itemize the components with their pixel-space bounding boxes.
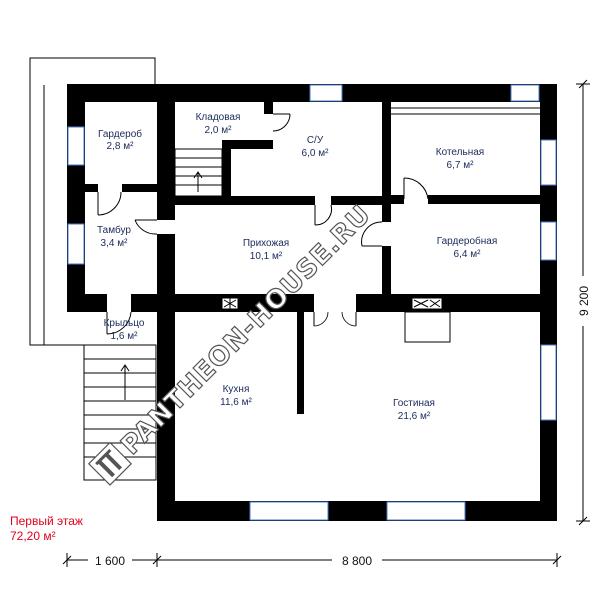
watermark-logo-icon bbox=[87, 441, 133, 486]
room-name: Гостиная bbox=[393, 398, 435, 409]
floor-title: Первый этаж bbox=[10, 514, 83, 528]
window-su bbox=[309, 84, 343, 102]
room-name: С/У bbox=[307, 135, 324, 146]
dimension-house-width: 8 800 bbox=[342, 554, 372, 568]
room-area: 2,0 м² bbox=[205, 125, 233, 136]
window-kuhnya-bottom bbox=[249, 501, 329, 521]
floor-area: 72,20 м² bbox=[10, 529, 56, 543]
window-tambur bbox=[67, 223, 85, 265]
room-name: Гардеробная bbox=[437, 235, 498, 247]
window-kotelnaya bbox=[510, 84, 540, 102]
room-area: 6,4 м² bbox=[454, 249, 482, 260]
window-gostinaya-bottom bbox=[386, 501, 466, 521]
room-area: 3,4 м² bbox=[101, 238, 129, 249]
porch-stairs bbox=[83, 344, 157, 481]
doors bbox=[97, 113, 429, 335]
room-area: 2,8 м² bbox=[107, 141, 135, 152]
dimension-horizontal bbox=[62, 553, 562, 567]
window-gostinaya-side bbox=[540, 344, 557, 421]
room-area: 6,7 м² bbox=[447, 160, 475, 171]
room-name: Прихожая bbox=[243, 238, 289, 249]
floor-summary: Первый этаж 72,20 м² bbox=[10, 514, 83, 544]
interior-stairs bbox=[174, 148, 223, 197]
dimension-house-depth: 9 200 bbox=[577, 286, 591, 316]
porch-outline bbox=[29, 57, 156, 346]
room-labels: Гардероб 2,8 м² Кладовая 2,0 м² С/У 6,0 … bbox=[97, 112, 497, 422]
window-kotelnaya-side bbox=[540, 139, 557, 186]
room-area: 10,1 м² bbox=[250, 251, 283, 262]
room-area: 6,0 м² bbox=[302, 148, 330, 159]
windows bbox=[67, 84, 557, 521]
inner-walls bbox=[85, 102, 540, 414]
vents bbox=[221, 297, 443, 310]
room-name: Котельная bbox=[436, 147, 484, 158]
window-garderobnaya bbox=[540, 221, 557, 261]
kotelnaya-shelf bbox=[391, 107, 540, 115]
room-name: Кухня bbox=[223, 384, 250, 395]
room-name: Крыльцо bbox=[104, 318, 145, 329]
room-name: Гардероб bbox=[98, 128, 142, 140]
window-garderob bbox=[67, 126, 85, 166]
room-area: 11,6 м² bbox=[220, 397, 252, 408]
fireplace bbox=[404, 311, 451, 343]
room-area: 1,6 м² bbox=[111, 331, 139, 342]
room-name: Тамбур bbox=[97, 224, 131, 236]
dimension-porch: 1 600 bbox=[95, 554, 125, 568]
watermark: PANTHEON-HOUSE.RU bbox=[87, 199, 378, 486]
room-name: Кладовая bbox=[196, 112, 241, 123]
room-area: 21,6 м² bbox=[398, 411, 431, 422]
